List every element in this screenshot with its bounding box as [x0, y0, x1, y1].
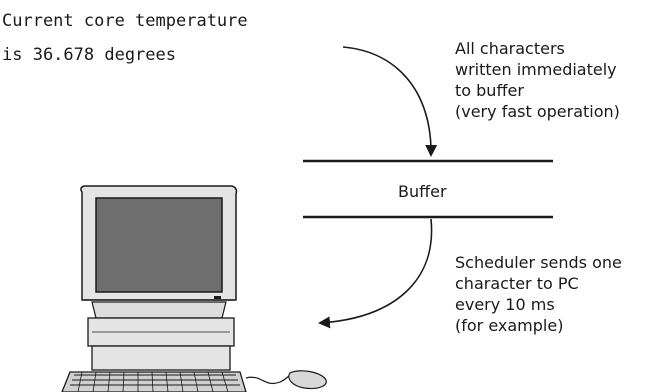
arrow-icon — [318, 218, 433, 329]
keyboard-icon — [61, 371, 247, 392]
console-text-line-1: Current core temperature — [2, 11, 248, 31]
arrow-icon — [342, 46, 438, 157]
console-text-line-2: is 36.678 degrees — [2, 45, 176, 65]
mouse-icon — [288, 370, 327, 390]
buffer-write-note: All characters written immediately to bu… — [455, 39, 620, 121]
monitor-icon — [80, 185, 238, 371]
computer-icon — [61, 185, 327, 392]
scheduler-note: Scheduler sends one character to PC ever… — [455, 253, 622, 335]
buffer-label: Buffer — [398, 182, 447, 201]
